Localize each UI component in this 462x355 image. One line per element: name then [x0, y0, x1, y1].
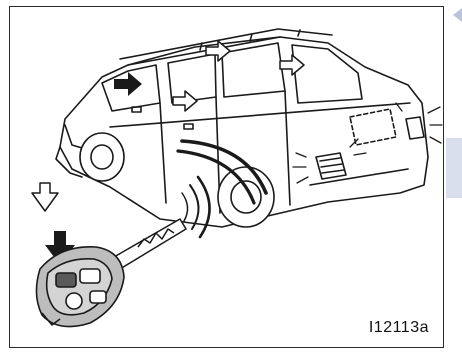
trunk-button [90, 291, 106, 303]
arrow-down-icon [32, 183, 58, 211]
rear-wheel [218, 167, 274, 227]
panic-button [66, 293, 82, 309]
unlock-button [80, 269, 100, 283]
page-edge-marker [446, 138, 462, 198]
front-wheel [80, 133, 124, 181]
page-edge-tab-icon [453, 8, 462, 22]
key-fob [36, 247, 124, 327]
figure-frame: I12113a [9, 6, 444, 348]
figure-code-label: I12113a [369, 319, 429, 337]
key-blade [114, 219, 186, 269]
lock-button [56, 273, 76, 287]
vehicle-remote-illustration [10, 7, 443, 347]
